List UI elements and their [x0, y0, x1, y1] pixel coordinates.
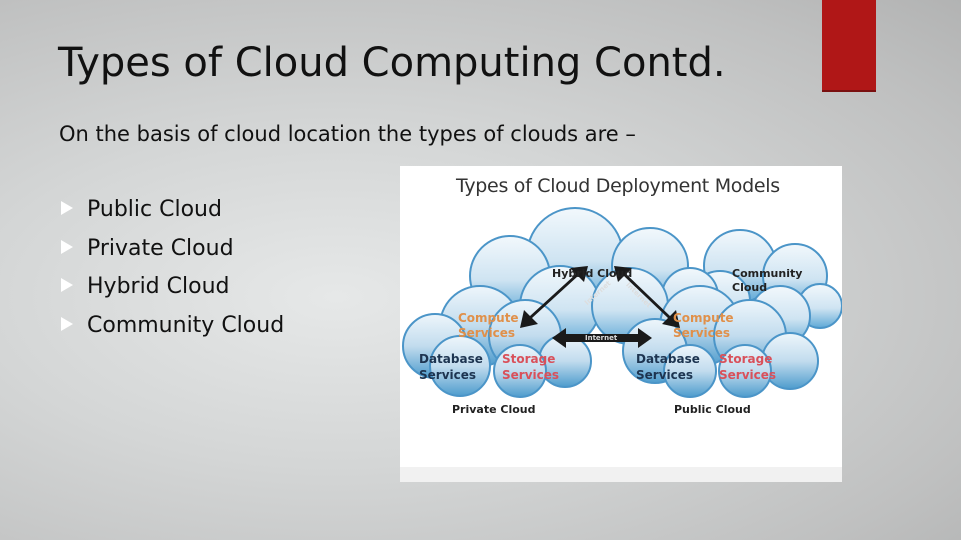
- bullet-text: Hybrid Cloud: [87, 274, 230, 299]
- public-cloud-shape: [622, 285, 819, 398]
- figure-bottom-strip: [400, 467, 842, 482]
- private-cloud-label: Private Cloud: [452, 403, 536, 416]
- public-storage-label-2: Services: [719, 368, 777, 382]
- internet-arrows: [520, 266, 680, 348]
- slide-subtitle: On the basis of cloud location the types…: [59, 122, 636, 146]
- private-cloud-shape: [402, 285, 592, 398]
- bullet-text: Public Cloud: [87, 197, 222, 222]
- private-compute-label-1: Compute: [458, 311, 519, 325]
- community-cloud-label-1: Community: [732, 267, 803, 280]
- slide-title: Types of Cloud Computing Contd.: [58, 40, 726, 86]
- public-compute-label-2: Services: [673, 326, 731, 340]
- bullet-text: Private Cloud: [87, 235, 234, 261]
- private-storage-label-1: Storage: [502, 352, 556, 366]
- private-compute-label-2: Services: [458, 326, 516, 340]
- hybrid-cloud-label: Hybrid Cloud: [552, 267, 633, 280]
- private-database-label-2: Services: [419, 368, 477, 382]
- private-storage-label-2: Services: [502, 368, 560, 382]
- private-database-label-1: Database: [419, 352, 483, 366]
- bullet-item: Private Cloud: [59, 236, 284, 275]
- bullet-item: Public Cloud: [59, 197, 284, 236]
- bullet-list: Public Cloud Private Cloud Hybrid Cloud …: [59, 197, 284, 351]
- community-cloud-label-2: Cloud: [732, 281, 768, 294]
- bullet-item: Hybrid Cloud: [59, 274, 284, 313]
- public-database-label-2: Services: [636, 368, 694, 382]
- bullet-triangle-icon: [61, 316, 73, 331]
- arrow-label-middle: Internet: [585, 334, 618, 342]
- bullet-item: Community Cloud: [59, 313, 284, 352]
- cloud-deployment-diagram: Types of Cloud Deployment Models Hybr: [400, 166, 842, 482]
- arrow-right-icon: [614, 266, 680, 328]
- bullet-triangle-icon: [61, 239, 73, 254]
- accent-bar: [822, 0, 876, 92]
- public-cloud-label: Public Cloud: [674, 403, 751, 416]
- diagram-title: Types of Cloud Deployment Models: [456, 175, 780, 197]
- clouds-illustration: [402, 207, 842, 398]
- arrow-middle-icon: [552, 328, 652, 348]
- bullet-triangle-icon: [61, 278, 73, 292]
- bullet-text: Community Cloud: [87, 312, 285, 338]
- public-compute-label-1: Compute: [673, 311, 734, 325]
- bullet-triangle-icon: [61, 201, 73, 215]
- arrow-left-icon: [520, 266, 588, 328]
- public-storage-label-1: Storage: [719, 352, 773, 366]
- public-database-label-1: Database: [636, 352, 700, 366]
